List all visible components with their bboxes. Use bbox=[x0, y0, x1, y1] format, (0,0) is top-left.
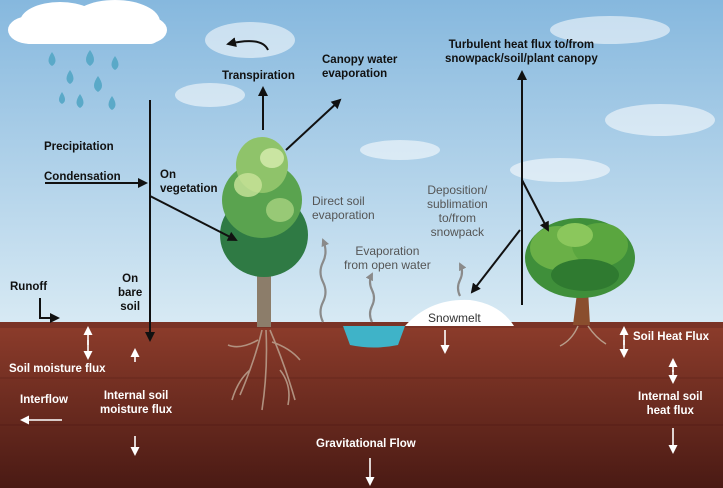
bare-soil-line-1: On bbox=[122, 273, 139, 285]
direct-soil-line-2: evaporation bbox=[312, 208, 375, 222]
flux-arrows bbox=[39, 37, 549, 342]
deposition-line-4: snowpack bbox=[430, 225, 485, 239]
pond bbox=[343, 326, 405, 348]
tree-right-icon bbox=[525, 218, 635, 347]
evaporation-arrows bbox=[319, 238, 467, 323]
on-vegetation-line-1: On bbox=[160, 169, 176, 181]
soil-moisture-flux-label: Soil moisture flux bbox=[9, 363, 106, 375]
transpiration-curve-arrow bbox=[226, 37, 269, 51]
open-water-evaporation-arrow bbox=[365, 272, 376, 323]
turbulent-heat-line-1: Turbulent heat flux to/from bbox=[448, 39, 595, 51]
soil bbox=[0, 325, 723, 488]
direct-soil-evaporation-arrow bbox=[319, 238, 329, 323]
internal-moisture-line-2: moisture flux bbox=[100, 404, 173, 416]
condensation-label: Condensation bbox=[44, 171, 121, 183]
turbulent-to-tree-arrow bbox=[521, 179, 549, 232]
snowmelt-label: Snowmelt bbox=[428, 311, 481, 325]
open-water-line-1: Evaporation bbox=[355, 244, 420, 258]
deposition-arrow bbox=[470, 229, 521, 294]
on-vegetation-line-2: vegetation bbox=[160, 183, 218, 195]
direct-soil-evaporation-label: Direct soil evaporation bbox=[312, 194, 375, 222]
soil-heat-flux-label: Soil Heat Flux bbox=[633, 331, 710, 343]
clouds bbox=[175, 16, 715, 182]
runoff-arrow bbox=[39, 298, 60, 323]
turbulent-heat-line-2: snowpack/soil/plant canopy bbox=[445, 53, 598, 65]
deposition-line-1: Deposition/ bbox=[427, 183, 488, 197]
direct-soil-line-1: Direct soil bbox=[312, 194, 365, 208]
snowpack bbox=[405, 299, 514, 326]
tree-left-icon bbox=[220, 137, 308, 411]
turbulent-heat-label: Turbulent heat flux to/from snowpack/soi… bbox=[445, 38, 598, 66]
tree-left-roots bbox=[227, 329, 301, 411]
deposition-line-3: to/from bbox=[438, 211, 477, 225]
precipitation-label: Precipitation bbox=[44, 141, 114, 153]
internal-moisture-line-1: Internal soil bbox=[103, 390, 169, 402]
transpiration-label: Transpiration bbox=[222, 70, 295, 82]
canopy-evaporation-label: Canopy water evaporation bbox=[322, 53, 397, 81]
deposition-sublimation-label: Deposition/ sublimation to/from snowpack bbox=[427, 183, 488, 239]
on-bare-soil-label: On bare soil bbox=[118, 272, 142, 314]
internal-heat-line-1: Internal soil bbox=[638, 391, 703, 403]
deposition-line-2: sublimation bbox=[427, 197, 488, 211]
internal-soil-moisture-label: Internal soil moisture flux bbox=[100, 389, 172, 417]
bare-soil-line-2: bare bbox=[118, 287, 143, 299]
canopy-evaporation-line-1: Canopy water bbox=[322, 54, 398, 66]
runoff-label: Runoff bbox=[10, 281, 48, 293]
open-water-line-2: from open water bbox=[344, 258, 431, 272]
internal-soil-heat-label: Internal soil heat flux bbox=[638, 390, 703, 418]
snow-sublimation-arrow bbox=[456, 262, 467, 297]
bare-soil-line-3: soil bbox=[120, 301, 141, 313]
interflow-label: Interflow bbox=[20, 394, 68, 406]
canopy-evaporation-arrow bbox=[285, 98, 342, 151]
soil-arrows bbox=[20, 326, 678, 486]
on-vegetation-label: On vegetation bbox=[160, 168, 218, 196]
rain-cloud-icon bbox=[8, 0, 167, 44]
open-water-evaporation-label: Evaporation from open water bbox=[344, 244, 431, 272]
gravitational-flow-label: Gravitational Flow bbox=[316, 438, 416, 450]
soil-surface bbox=[0, 322, 723, 328]
canopy-evaporation-line-2: evaporation bbox=[322, 68, 388, 80]
on-vegetation-arrow bbox=[149, 195, 238, 241]
internal-heat-line-2: heat flux bbox=[646, 405, 694, 417]
rain-drops-icon bbox=[48, 50, 119, 110]
